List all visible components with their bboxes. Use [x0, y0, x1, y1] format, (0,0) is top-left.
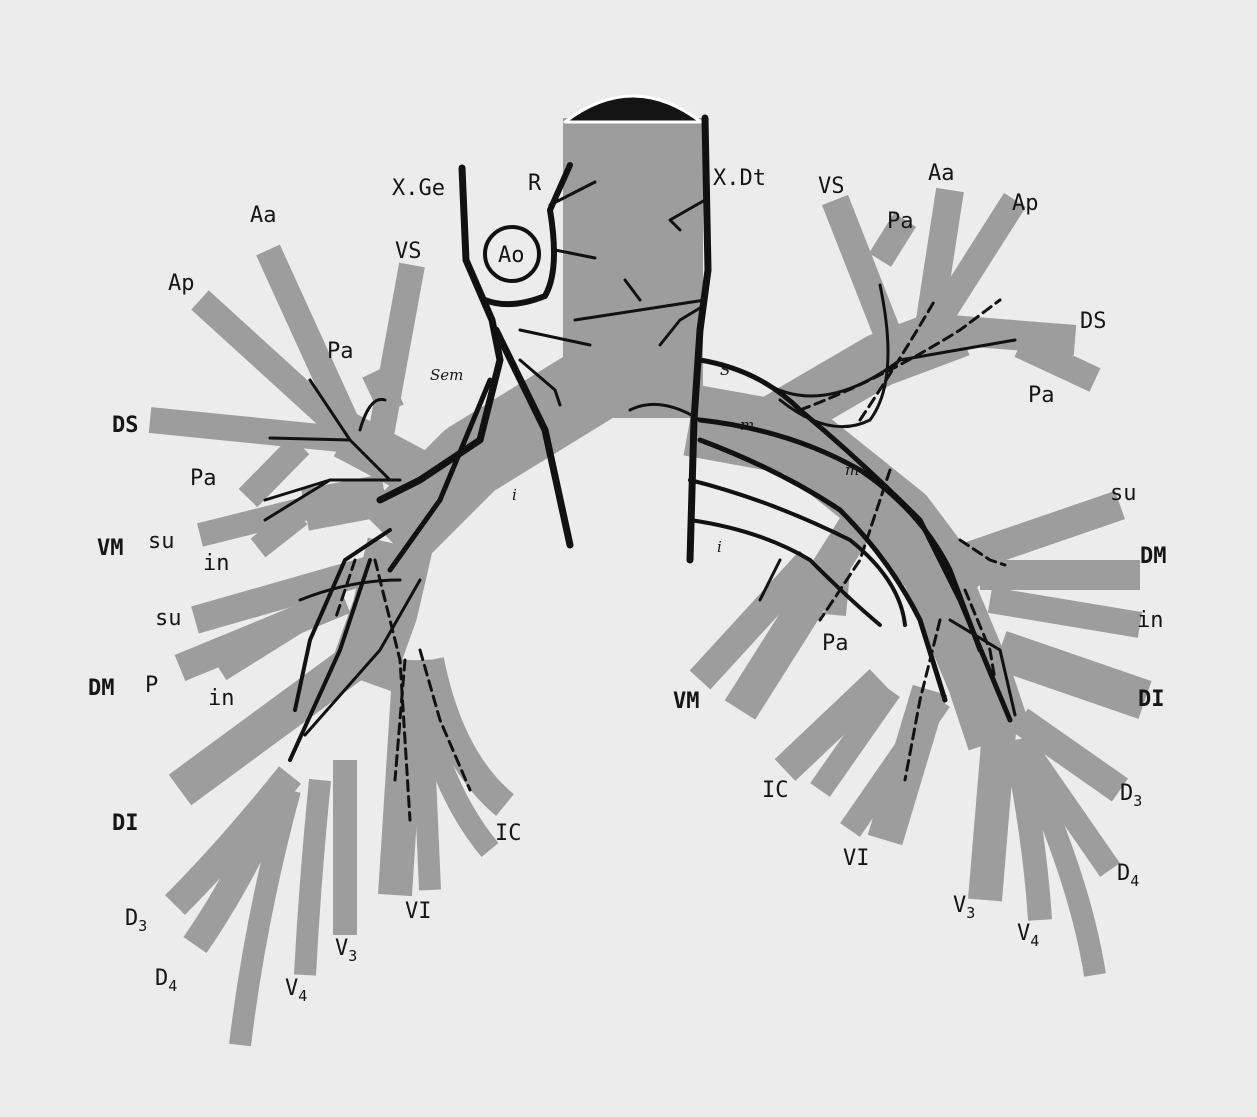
branch-left-in	[990, 600, 1140, 625]
label-left-aa: Aa	[928, 161, 955, 186]
label-left-n: m	[845, 461, 859, 479]
label-left-d4: D4	[1117, 861, 1139, 890]
label-right-d4: D4	[155, 966, 177, 995]
label-left-vs: VS	[818, 174, 845, 199]
branch-right-vs	[380, 265, 412, 440]
label-left-pa-top: Pa	[887, 209, 914, 234]
label-right-su-1: su	[148, 529, 175, 554]
label-left-su: su	[1110, 481, 1137, 506]
branch-left-pa-ds	[1020, 345, 1095, 380]
branch-left-ds	[950, 330, 1075, 340]
label-left-di: DI	[1138, 687, 1165, 712]
label-right-su-2: su	[155, 606, 182, 631]
label-left-vm: VM	[673, 689, 700, 714]
label-left-pa-mid: Pa	[822, 631, 849, 656]
label-right-v3: V3	[335, 936, 357, 965]
label-left-dm: DM	[1140, 544, 1167, 569]
right-ul-nerve-2	[270, 438, 350, 440]
label-right-p: P	[145, 673, 158, 698]
label-x-ge: X.Ge	[392, 176, 445, 201]
left-upper-lobe-bronchus	[760, 330, 960, 430]
branch-left-v3	[985, 720, 1000, 900]
label-sem: Sem	[430, 366, 463, 384]
label-left-d3: D3	[1120, 781, 1142, 810]
label-i-right: i	[717, 538, 722, 556]
bronchial-tree	[150, 96, 1145, 1045]
branch-right-pa-top	[374, 372, 392, 410]
branch-left-su	[960, 505, 1120, 560]
label-right-aa: Aa	[250, 203, 277, 228]
label-right-di: DI	[112, 811, 139, 836]
label-left-pa-ds: Pa	[1028, 383, 1055, 408]
label-right-pa-top: Pa	[327, 339, 354, 364]
label-left-ds: DS	[1080, 309, 1107, 334]
right-upper-lobe-bronchus	[345, 435, 430, 480]
label-right-in-2: in	[208, 686, 235, 711]
label-ao: Ao	[498, 243, 525, 268]
branch-left-vs	[835, 200, 890, 340]
label-left-s: S	[720, 361, 730, 379]
label-right-ap: Ap	[168, 271, 195, 296]
label-right-in-1: in	[203, 551, 230, 576]
label-right-ic: IC	[495, 821, 522, 846]
label-x-dt: X.Dt	[713, 166, 766, 191]
label-left-m: m	[740, 416, 754, 434]
label-left-ic: IC	[762, 778, 789, 803]
label-right-pa-ds: Pa	[190, 466, 217, 491]
label-right-ds: DS	[112, 413, 139, 438]
label-left-in: in	[1137, 608, 1164, 633]
label-right-v4: V4	[285, 976, 307, 1005]
branch-left-di	[1000, 650, 1145, 700]
label-right-dm: DM	[88, 676, 115, 701]
label-right-vs: VS	[395, 239, 422, 264]
label-left-ap: Ap	[1012, 191, 1039, 216]
branch-right-pa-ds	[248, 445, 300, 498]
trachea-cartilage-ring	[565, 96, 701, 122]
label-i-left: i	[512, 486, 517, 504]
label-left-v4: V4	[1017, 921, 1039, 950]
branch-right-v4	[305, 780, 320, 975]
label-left-vi: VI	[843, 846, 870, 871]
label-r: R	[528, 171, 542, 196]
label-right-d3: D3	[125, 906, 147, 935]
label-right-vi: VI	[405, 899, 432, 924]
label-right-vm: VM	[97, 536, 124, 561]
